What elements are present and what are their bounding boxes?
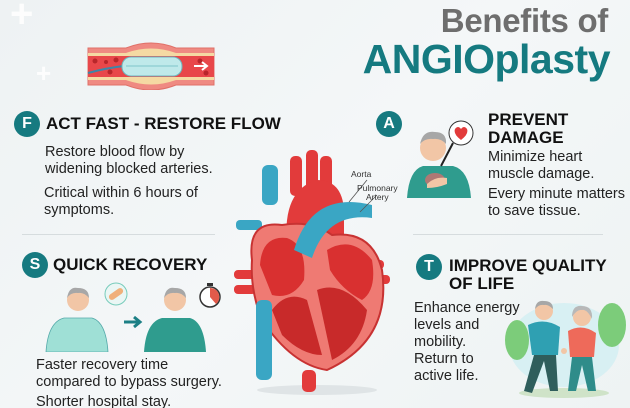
section-text-quick-recovery: Faster recovery time compared to bypass … [36, 357, 222, 408]
section-heading-improve-quality: IMPROVE QUALITY OF LIFE [449, 256, 607, 293]
divider-left [22, 234, 215, 235]
walking-couple-icon [505, 300, 626, 398]
chest-pain-patient-icon [407, 120, 474, 198]
section-text-act-fast-1: Restore blood flow by widening blocked a… [45, 144, 213, 177]
section-heading-quick-recovery: QUICK RECOVERY [53, 255, 208, 274]
section-text-prevent-damage-1: Minimize heart muscle damage. [488, 149, 595, 182]
badge-a: A [376, 111, 402, 137]
balloon-angioplasty-artery-icon [87, 42, 215, 90]
section-text-improve-quality: Enhance energy levels and mobility. Retu… [414, 300, 520, 384]
section-text-prevent-damage-2: Every minute matters to save tissue. [488, 186, 625, 219]
page-title-line1: Benefits of [440, 2, 609, 39]
heart-label-aorta: Aorta [351, 169, 372, 179]
section-heading-prevent-damage: PREVENT DAMAGE [488, 110, 569, 147]
plus-decoration-icon: + [10, 0, 34, 36]
badge-f: F [14, 111, 40, 137]
arrow-right-icon [124, 315, 143, 329]
heart-label-pulmonary-artery: Pulmonary Artery [357, 183, 398, 202]
recovery-illustration-icon [45, 282, 221, 352]
section-text-act-fast-2: Critical within 6 hours of symptoms. [44, 185, 198, 218]
page-title-line2: ANGIOplasty [362, 36, 611, 82]
section-heading-act-fast: ACT FAST - RESTORE FLOW [46, 114, 281, 133]
badge-t: T [416, 254, 442, 280]
heart-anatomy-icon [234, 150, 390, 395]
plus-decoration-icon: + [36, 58, 52, 88]
stopwatch-icon [199, 283, 221, 308]
badge-s: S [22, 252, 48, 278]
divider-right [413, 234, 603, 235]
bandage-icon [104, 282, 128, 306]
